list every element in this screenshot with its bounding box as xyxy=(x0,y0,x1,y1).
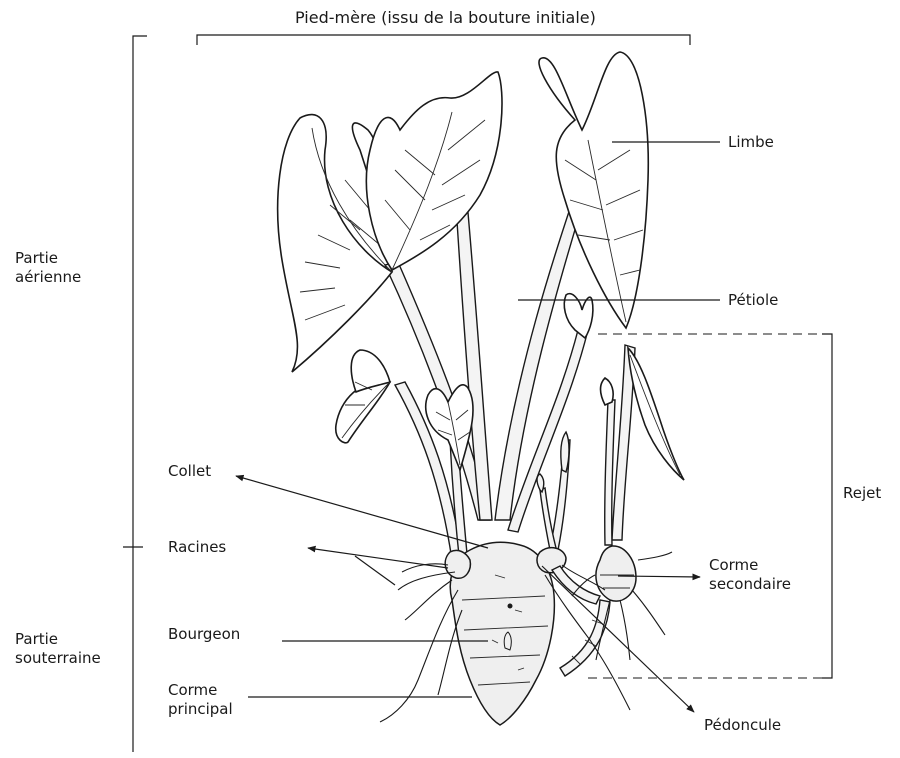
label-collet: Collet xyxy=(168,462,211,481)
label-limbe: Limbe xyxy=(728,133,774,152)
label-petiole: Pétiole xyxy=(728,291,778,310)
label-bourgeon: Bourgeon xyxy=(168,625,240,644)
label-pedoncule: Pédoncule xyxy=(704,716,781,735)
bracket-partie-aerienne xyxy=(123,36,147,547)
bracket-pied-mere xyxy=(197,35,690,45)
label-corme-secondaire: Corme secondaire xyxy=(709,556,819,594)
label-partie-souterraine: Partie souterraine xyxy=(15,630,125,668)
corm-secondary xyxy=(596,546,636,601)
leaf-center-top xyxy=(366,72,502,270)
leaf-small-left xyxy=(336,350,390,443)
pointer-racines xyxy=(308,548,448,585)
label-partie-aerienne: Partie aérienne xyxy=(15,249,125,287)
label-rejet: Rejet xyxy=(843,484,881,503)
label-pied-mere: Pied-mère (issu de la bouture initiale) xyxy=(295,8,596,27)
label-racines: Racines xyxy=(168,538,226,557)
label-corme-principal: Corme principal xyxy=(168,681,258,719)
